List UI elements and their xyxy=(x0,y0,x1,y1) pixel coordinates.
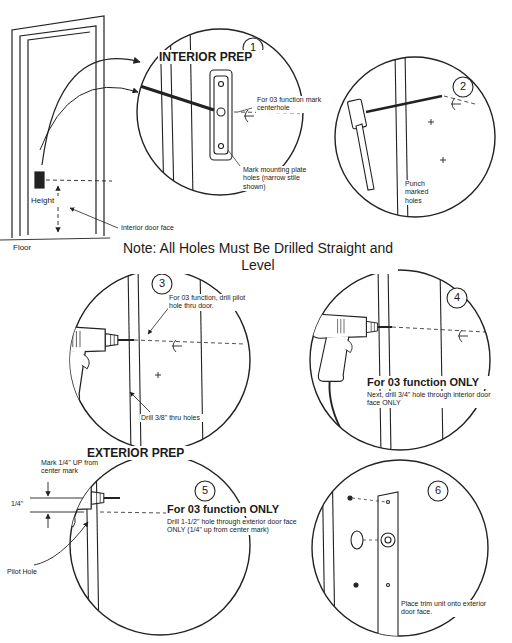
part-label: Pilot Hole xyxy=(6,568,48,576)
step-note: Place trim unit onto exterior door face. xyxy=(400,600,488,617)
step-4-art xyxy=(312,265,485,455)
callout-number: 6 xyxy=(428,484,448,497)
callout-number: 4 xyxy=(447,291,467,304)
step-note: Drill 1-1/2" hole through exterior door … xyxy=(166,518,298,535)
general-note: Note: All Holes Must Be Drilled Straight… xyxy=(118,240,398,274)
step-6-art xyxy=(322,455,398,643)
step-note: Drill 3/8" thru holes xyxy=(140,414,210,422)
step-note: For 03 function mark centerhole xyxy=(256,96,326,113)
step-note: Mark mounting plate holes (narrow stile … xyxy=(242,166,322,191)
step-circle xyxy=(70,29,495,636)
step-heading: For 03 function ONLY xyxy=(366,376,504,389)
part-label: Interior door face xyxy=(120,224,200,232)
door-overview xyxy=(0,16,140,240)
callout-number: 3 xyxy=(152,277,172,290)
step-5-art xyxy=(30,450,230,640)
step-note: For 03 function, drill pilot hole thru d… xyxy=(168,294,256,311)
callout-number: 5 xyxy=(195,484,215,497)
callout-number: 1 xyxy=(243,41,263,54)
step-2-art xyxy=(347,50,475,230)
step-5-dimension xyxy=(30,482,88,565)
callout-number: 2 xyxy=(453,80,473,93)
section-heading: EXTERIOR PREP xyxy=(86,446,201,460)
dimension-label: Height xyxy=(30,196,64,206)
part-label: Floor xyxy=(12,243,46,253)
dimension-label: 1/4" xyxy=(10,500,32,508)
step-note: Punch marked holes xyxy=(404,180,446,205)
step-note: Next, drill 3/4" hole through interior d… xyxy=(366,391,494,408)
step-note: Mark 1/4" UP from center mark xyxy=(40,459,102,476)
step-heading: For 03 function ONLY xyxy=(166,503,304,516)
